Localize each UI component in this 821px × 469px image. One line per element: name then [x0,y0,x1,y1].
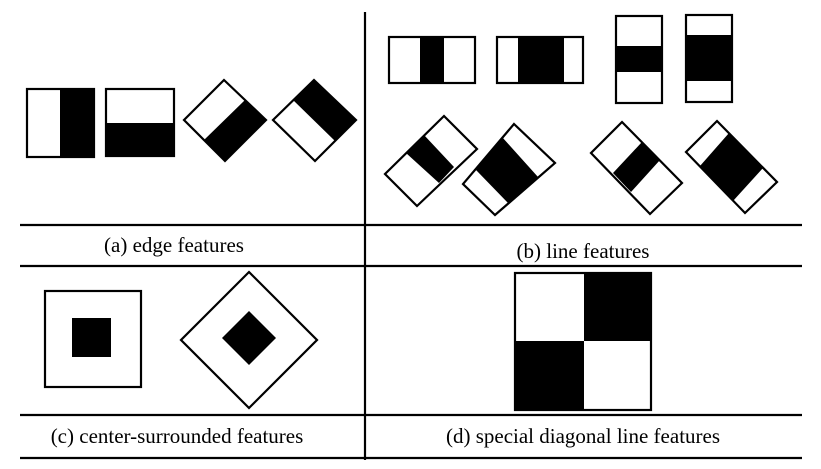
caption-b: (b) line features [517,239,650,263]
edge-feature-vertical [25,87,96,159]
line-feature-vertical-thin [614,14,664,105]
panel-c-center-surrounded: (c) center-surrounded features [43,270,319,448]
center-surround-square [43,289,143,389]
panel-d-diagonal: (d) special diagonal line features [446,271,720,448]
edge-feature-rotated-2 [271,78,358,163]
line-feature-vertical-wide [684,13,734,104]
line-feature-rotated-2 [461,122,557,217]
line-feature-horizontal-thin [387,35,477,85]
center-surround-diamond [179,270,319,410]
edge-feature-horizontal [104,87,176,158]
line-feature-horizontal-wide [495,35,585,85]
edge-feature-rotated-1 [182,78,268,163]
line-feature-rotated-3 [589,120,684,216]
line-feature-rotated-1 [383,114,479,208]
panel-a-edge-features: (a) edge features [25,78,358,257]
line-feature-rotated-4 [684,119,779,215]
caption-d: (d) special diagonal line features [446,424,720,448]
caption-c: (c) center-surrounded features [51,424,304,448]
diagonal-feature [513,271,653,412]
panel-b-line-features: (b) line features [383,13,779,263]
caption-a: (a) edge features [104,233,244,257]
